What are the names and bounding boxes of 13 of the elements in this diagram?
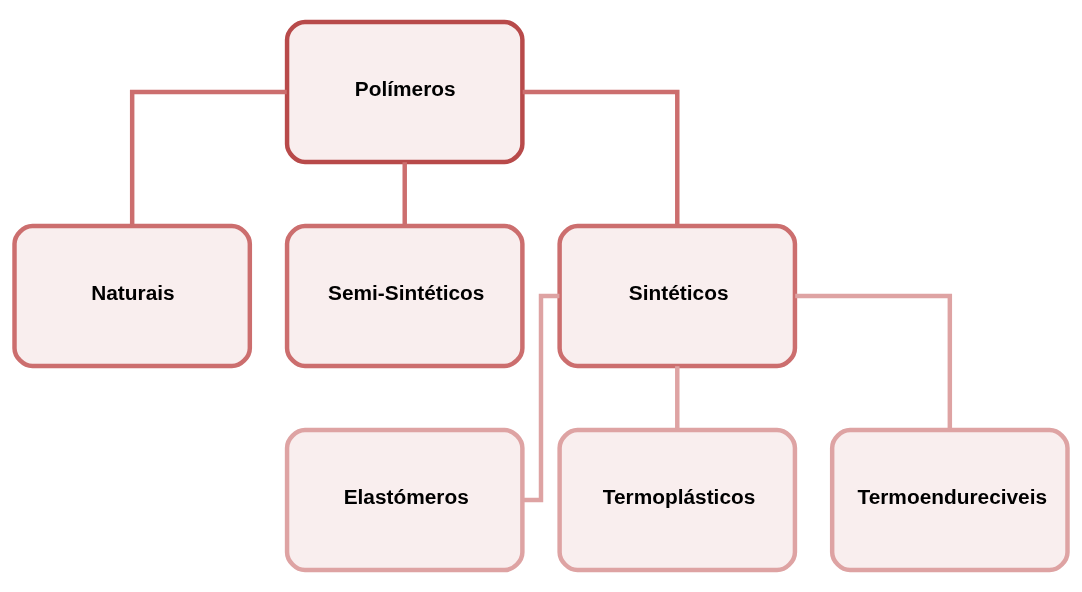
- connector: [522, 89, 680, 226]
- node-box: Termoendureciveis: [829, 427, 1070, 573]
- connector: [795, 293, 953, 430]
- node-box: Elastómeros: [284, 427, 525, 573]
- node-box: Termoplásticos: [557, 427, 798, 573]
- node-box: Naturais: [12, 223, 253, 369]
- connector: [522, 293, 560, 503]
- connector: [675, 366, 680, 430]
- node-box: Semi-Sintéticos: [284, 223, 525, 369]
- node-box: Polímeros: [284, 19, 525, 165]
- connector: [402, 162, 407, 226]
- node-box: Sintéticos: [557, 223, 798, 369]
- connector: [129, 89, 287, 226]
